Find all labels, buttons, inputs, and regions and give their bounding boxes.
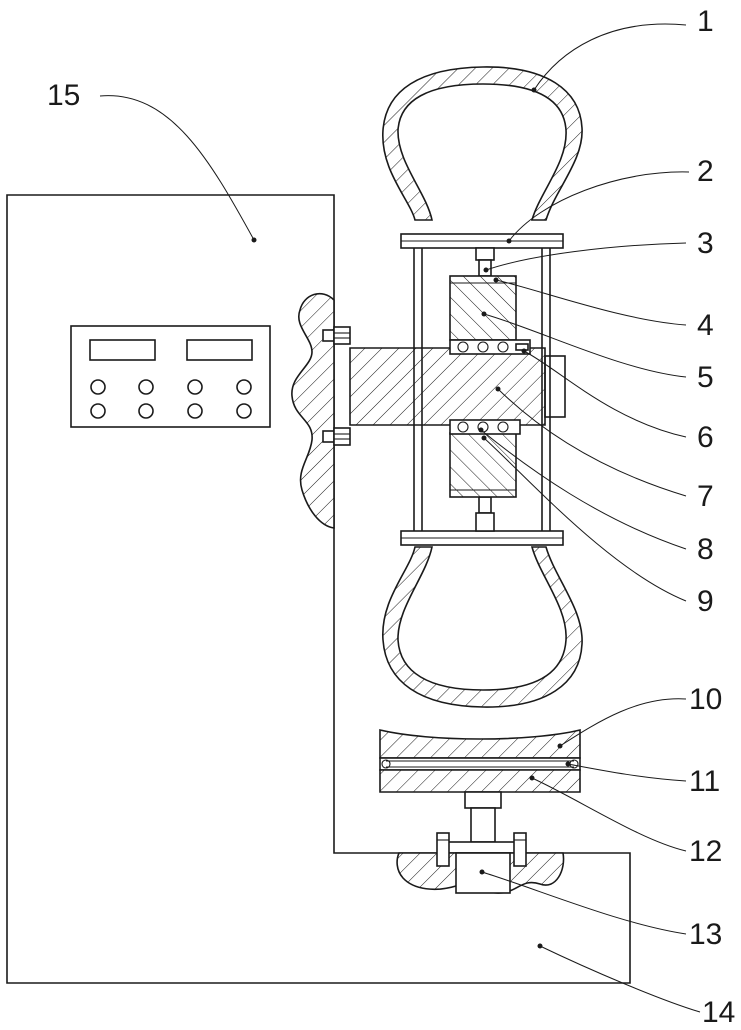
rim-plate-lower	[401, 531, 563, 545]
connecting-stud-lower	[476, 497, 494, 531]
label-7: 7	[697, 480, 714, 513]
display-right	[187, 340, 252, 360]
knob	[188, 380, 202, 394]
knob	[91, 380, 105, 394]
label-10: 10	[689, 683, 722, 716]
knob	[91, 404, 105, 418]
label-2: 2	[697, 155, 714, 188]
knob	[188, 404, 202, 418]
display-left	[90, 340, 155, 360]
label-1: 1	[697, 5, 714, 38]
control-panel	[71, 326, 270, 427]
label-8: 8	[697, 533, 714, 566]
label-13: 13	[689, 918, 722, 951]
label-11: 11	[689, 765, 720, 798]
mounting-flange	[292, 294, 334, 528]
bearing-lower	[450, 420, 520, 434]
knob	[237, 380, 251, 394]
rim-plate-upper	[401, 234, 563, 248]
label-5: 5	[697, 361, 714, 394]
main-shaft	[350, 348, 565, 425]
knob	[237, 404, 251, 418]
guide-rail	[380, 758, 580, 770]
tire-upper	[383, 67, 582, 220]
base-plate	[380, 770, 580, 792]
flange-bolt-upper	[323, 327, 350, 344]
lifting-cylinder	[446, 792, 520, 853]
press-plate	[380, 730, 580, 758]
label-12: 12	[689, 835, 722, 868]
knob	[139, 404, 153, 418]
tire-lower	[383, 547, 582, 707]
knob	[139, 380, 153, 394]
label-3: 3	[697, 227, 714, 260]
sensor-block-lower	[450, 433, 516, 497]
flange-bolt-lower	[323, 428, 350, 445]
label-15: 15	[47, 79, 80, 112]
label-14: 14	[702, 996, 735, 1029]
label-9: 9	[697, 585, 714, 618]
sensor-block-upper	[450, 276, 516, 340]
label-6: 6	[697, 421, 714, 454]
label-4: 4	[697, 309, 714, 342]
bearing-upper	[450, 340, 530, 354]
